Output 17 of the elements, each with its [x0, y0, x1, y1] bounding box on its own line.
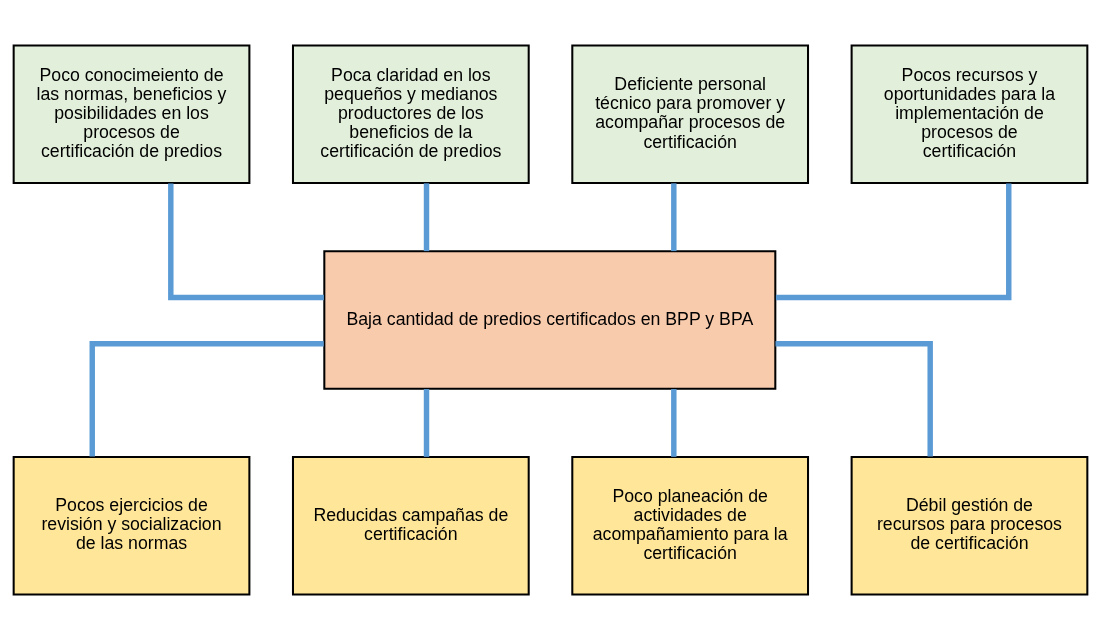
- node-box: Poco planeación de actividades de acompañamiento para la certificación: [571, 455, 810, 596]
- node-box: Poca claridad en los pequeños y medianos productores de los beneficios de la certificación de predios: [291, 43, 530, 184]
- connector: [168, 183, 324, 300]
- connector: [671, 388, 677, 457]
- connector: [671, 182, 677, 251]
- connector: [423, 388, 430, 457]
- node-box: Baja cantidad de predios certificados en BPP y BPA: [323, 249, 777, 390]
- node-box: Débil gestión de recursos para procesos de certificación: [850, 455, 1089, 596]
- node-box: Poco conocimeiento de las normas, beneficios y posibilidades en los procesos de certificación de predios: [12, 43, 251, 184]
- node-box: Deficiente personal técnico para promover y acompañar procesos de certificación: [571, 43, 810, 184]
- node-box: Pocos recursos y oportunidades para la implementación de procesos de certificación: [850, 43, 1089, 184]
- connector: [775, 340, 933, 456]
- connector: [775, 183, 1012, 300]
- connector: [89, 340, 324, 456]
- node-box: Pocos ejercicios de revisión y socializacion de las normas: [12, 455, 251, 596]
- connector: [423, 182, 430, 251]
- node-box: Reducidas campañas de certificación: [291, 455, 530, 596]
